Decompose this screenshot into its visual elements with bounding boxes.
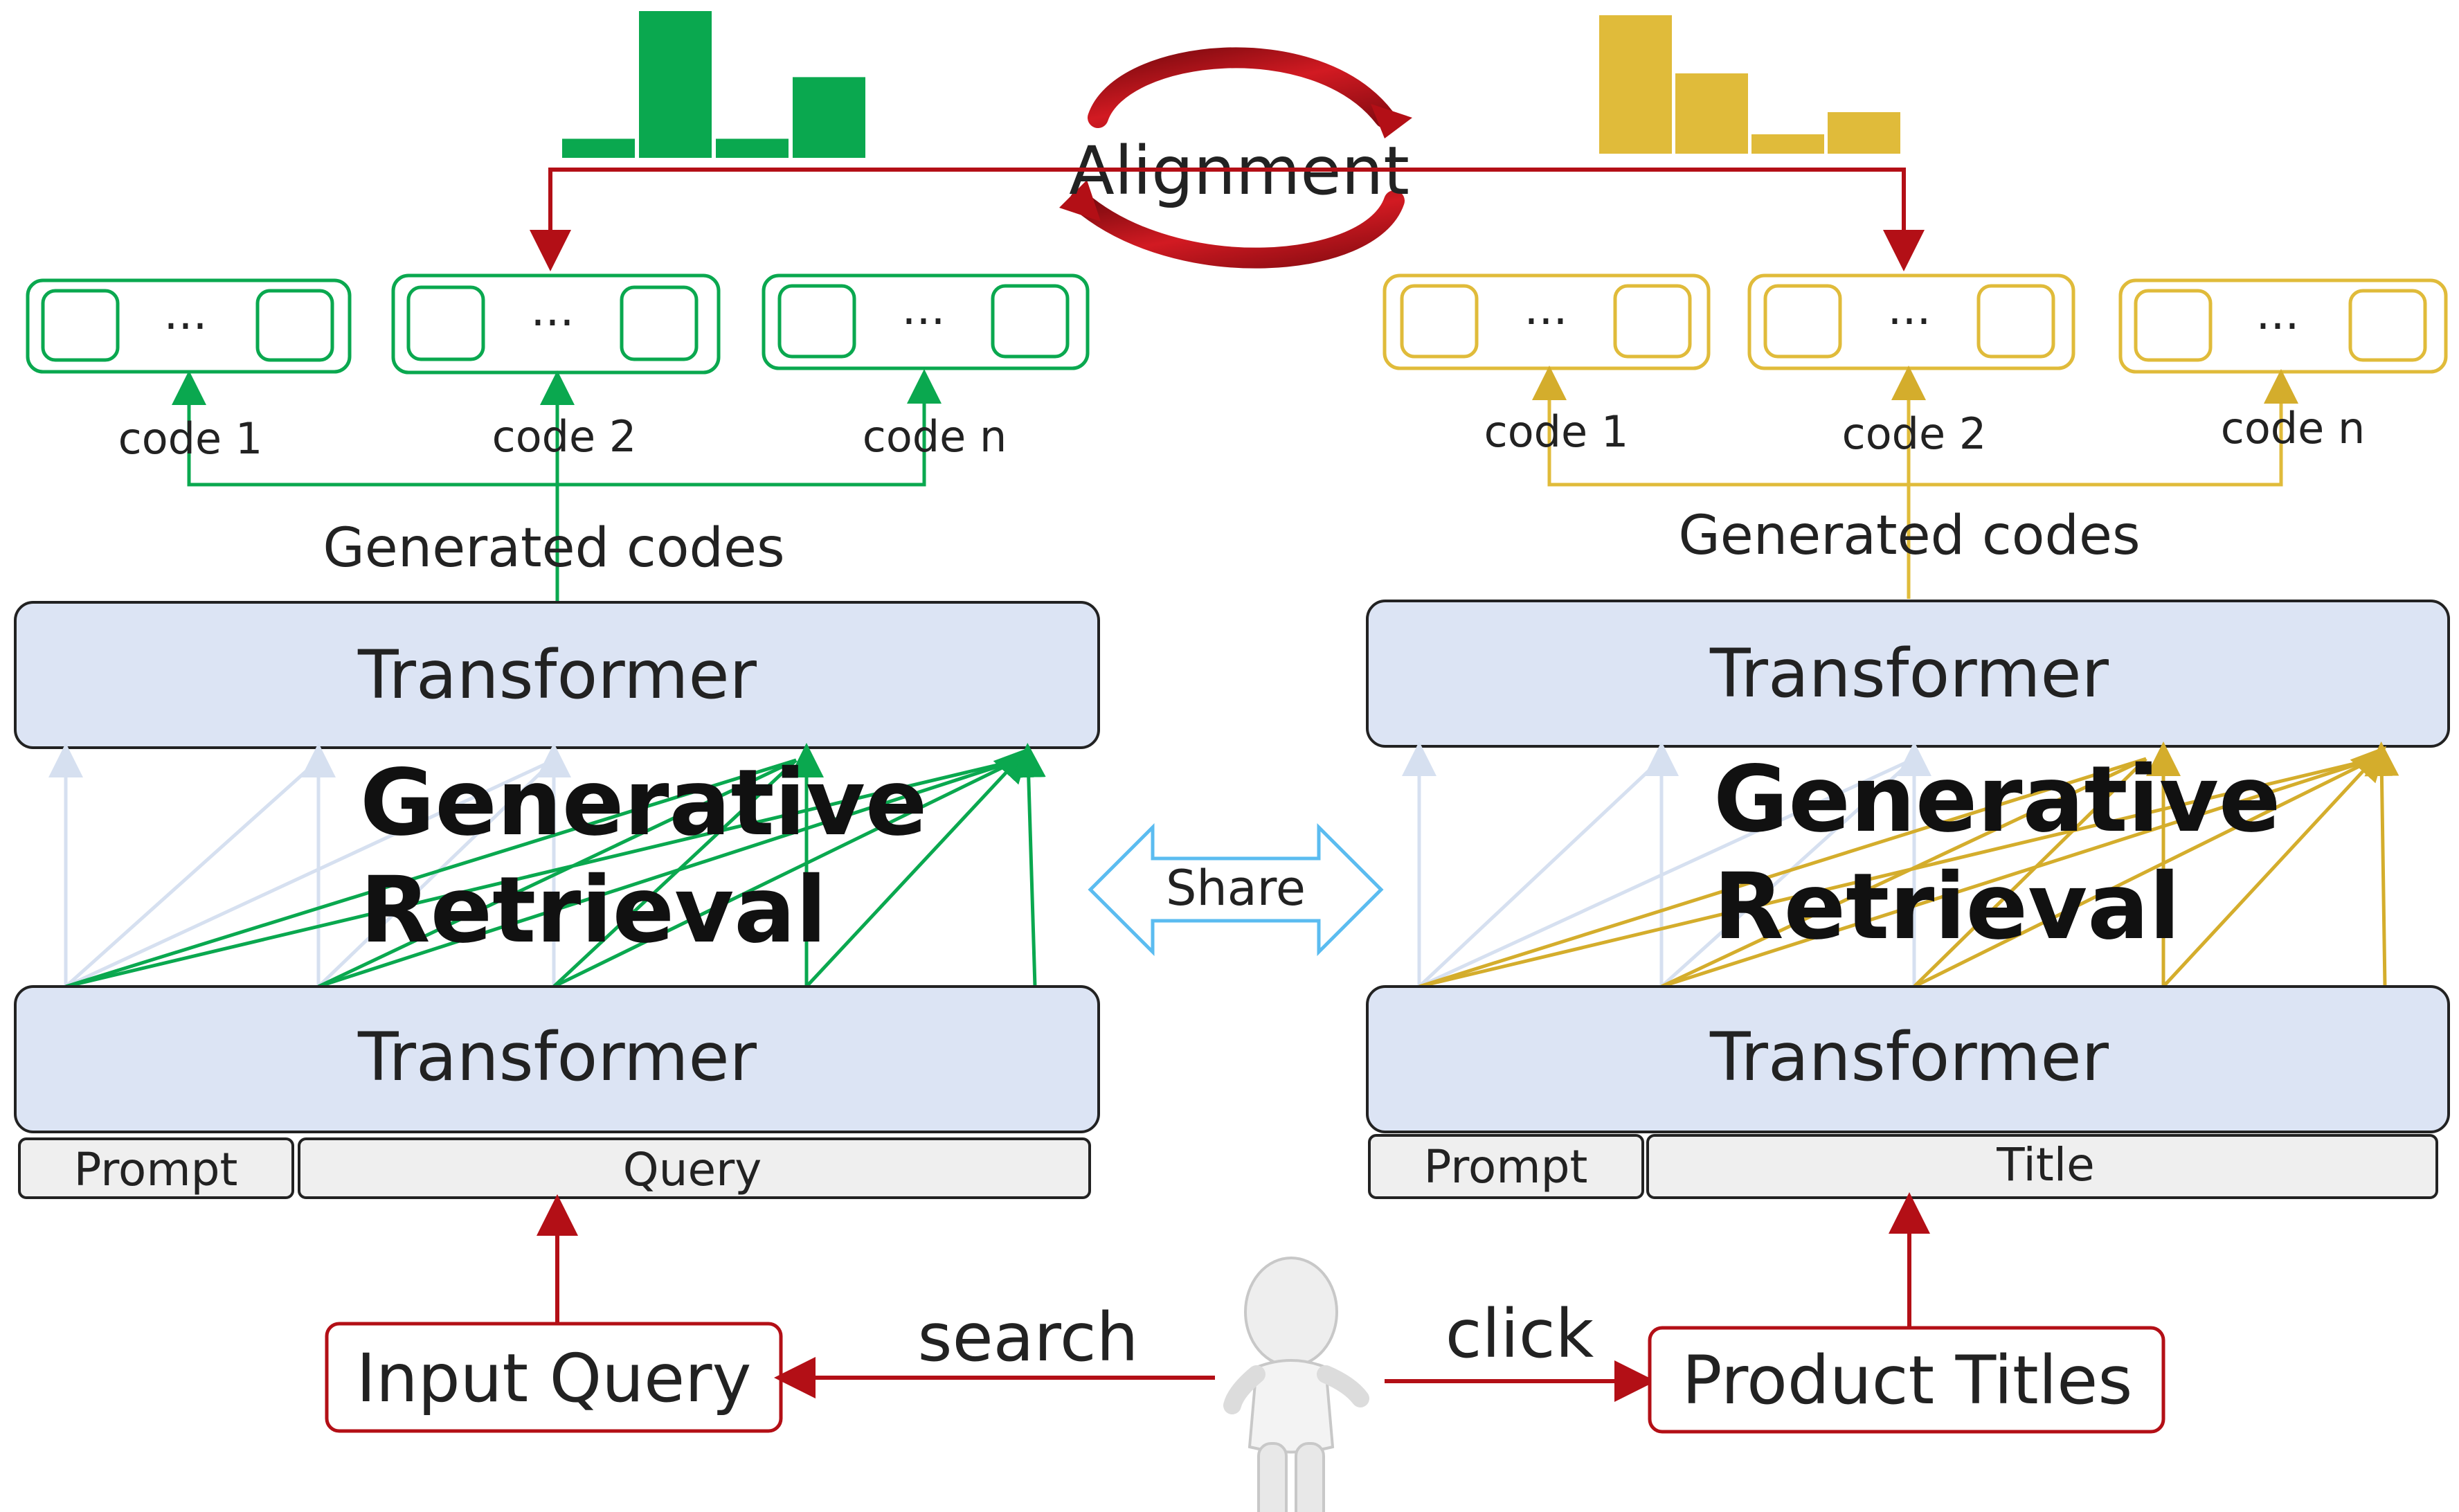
left-code-tree xyxy=(172,369,942,602)
ellipsis: ... xyxy=(1888,282,1931,335)
ellipsis: ... xyxy=(902,282,946,335)
right-title-label: Title xyxy=(1996,1138,2094,1191)
input-query-box: Input Query xyxy=(325,1322,783,1433)
left-input-strip: Prompt Query xyxy=(18,1137,1091,1199)
share-label: Share xyxy=(1166,860,1306,917)
ellipsis: ... xyxy=(1524,282,1568,335)
right-code-group-1: ... xyxy=(1382,273,1711,370)
histogram-bar xyxy=(1599,15,1672,154)
left-code-2-label: code 2 xyxy=(492,411,637,462)
right-retrieval-label: Retrieval xyxy=(1713,854,2181,960)
product-titles-label: Product Titles xyxy=(1682,1342,2133,1419)
right-generative-label: Generative xyxy=(1713,746,2280,853)
left-code-n-label: code n xyxy=(863,411,1007,462)
right-generated-codes-label: Generated codes xyxy=(1678,505,2140,567)
alignment-connector xyxy=(530,168,1925,271)
click-label: click xyxy=(1445,1295,1594,1373)
histogram-bar xyxy=(639,11,712,158)
share-arrow: Share xyxy=(1088,822,1384,957)
search-label: search xyxy=(918,1299,1139,1376)
left-code-group-2: ... xyxy=(391,273,721,375)
histogram-bar xyxy=(562,138,635,158)
left-query-label: Query xyxy=(623,1143,762,1196)
right-attention-arrows xyxy=(1402,741,2399,989)
left-code-histogram xyxy=(562,11,865,158)
right-transformer-bottom: Transformer xyxy=(1366,985,2450,1133)
histogram-bar xyxy=(1828,112,1900,154)
right-transformer-top-label: Transformer xyxy=(1709,635,2109,712)
left-transformer-top: Transformer xyxy=(14,601,1100,749)
right-code-group-2: ... xyxy=(1747,273,2075,370)
right-code-tree xyxy=(1532,366,2298,599)
user-figure-icon xyxy=(1223,1257,1369,1512)
histogram-bar xyxy=(793,77,865,158)
histogram-bar xyxy=(1675,73,1748,154)
left-retrieval-label: Retrieval xyxy=(360,857,827,964)
right-transformer-bottom-label: Transformer xyxy=(1709,1018,2109,1096)
ellipsis: ... xyxy=(2256,287,2300,340)
alignment-loop xyxy=(1059,47,1412,269)
right-code-histogram xyxy=(1599,15,1900,154)
ellipsis: ... xyxy=(531,283,575,336)
left-code-group-1: ... xyxy=(26,278,352,374)
left-prompt-label: Prompt xyxy=(74,1143,238,1196)
left-attention-arrows xyxy=(48,743,1046,989)
right-code-n-label: code n xyxy=(2221,403,2366,453)
left-transformer-top-label: Transformer xyxy=(357,636,757,714)
left-generative-label: Generative xyxy=(360,750,927,856)
right-transformer-top: Transformer xyxy=(1366,600,2450,748)
left-code-group-n: ... xyxy=(762,273,1090,370)
left-code-1-label: code 1 xyxy=(118,413,263,464)
left-generated-codes-label: Generated codes xyxy=(323,517,784,579)
right-code-2-label: code 2 xyxy=(1842,408,1987,459)
left-transformer-bottom: Transformer xyxy=(14,985,1100,1133)
right-prompt-label: Prompt xyxy=(1424,1140,1588,1194)
right-code-1-label: code 1 xyxy=(1484,406,1629,457)
histogram-bar xyxy=(716,138,789,158)
product-titles-box: Product Titles xyxy=(1648,1326,2165,1434)
ellipsis: ... xyxy=(164,287,208,340)
right-code-group-n: ... xyxy=(2118,278,2448,374)
histogram-bar xyxy=(1751,134,1824,154)
left-transformer-bottom-label: Transformer xyxy=(357,1018,757,1096)
input-query-label: Input Query xyxy=(357,1340,752,1417)
right-input-strip: Prompt Title xyxy=(1368,1134,2438,1199)
